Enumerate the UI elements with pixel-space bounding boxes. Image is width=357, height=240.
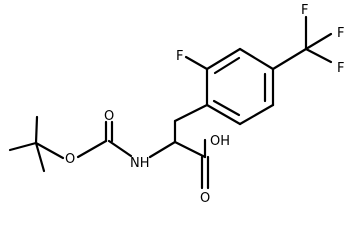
bond-nh-to-alpha-carbon: [148, 140, 177, 159]
bond-ring-6: [205, 103, 242, 126]
atom-label-acid-carbonyl-oxygen: O: [200, 191, 210, 206]
bond-cf3-to-fluorine-right: [304, 32, 333, 51]
bond-beta-carbon-to-ring: [173, 103, 209, 123]
atom-label-cf3-fluorine-top: F: [301, 3, 308, 18]
bond-tbu-methyl-left: [8, 141, 38, 152]
bond-tbu-methyl-bottom: [34, 141, 46, 173]
atom-label-cf3-fluorine-bottom: F: [337, 61, 344, 76]
bond-ring-3: [238, 47, 275, 71]
bond-ring-inner-double-c: [212, 99, 241, 117]
bond-oxygen-to-carbonyl: [76, 139, 108, 159]
atom-labels: F F F F O O NH OH O: [65, 3, 344, 206]
bond-ring-inner-double-a: [213, 56, 241, 75]
bond-tbu-methyl-top: [34, 115, 39, 145]
bond-lines: [8, 15, 333, 190]
atom-label-amine-nh: NH: [130, 156, 150, 171]
atom-label-boc-ester-oxygen: O: [65, 152, 75, 167]
bond-carbonyl-to-nh: [107, 139, 133, 158]
atom-label-ring-fluorine: F: [176, 49, 183, 64]
bond-ring-to-cf3-carbon: [271, 47, 308, 71]
bond-alpha-carbon-to-acid-carbon: [173, 140, 207, 159]
atom-label-cf3-fluorine-right: F: [337, 26, 344, 41]
atom-label-acid-hydroxyl: OH: [210, 134, 230, 149]
bond-ring-5: [238, 103, 275, 126]
atom-label-boc-carbonyl-oxygen: O: [104, 109, 114, 124]
bond-cf3-to-fluorine-bottom: [304, 47, 333, 64]
bond-ring-to-fluorine: [184, 55, 209, 71]
bond-tbu-to-oxygen: [34, 141, 65, 160]
bond-ring-2: [205, 47, 242, 71]
